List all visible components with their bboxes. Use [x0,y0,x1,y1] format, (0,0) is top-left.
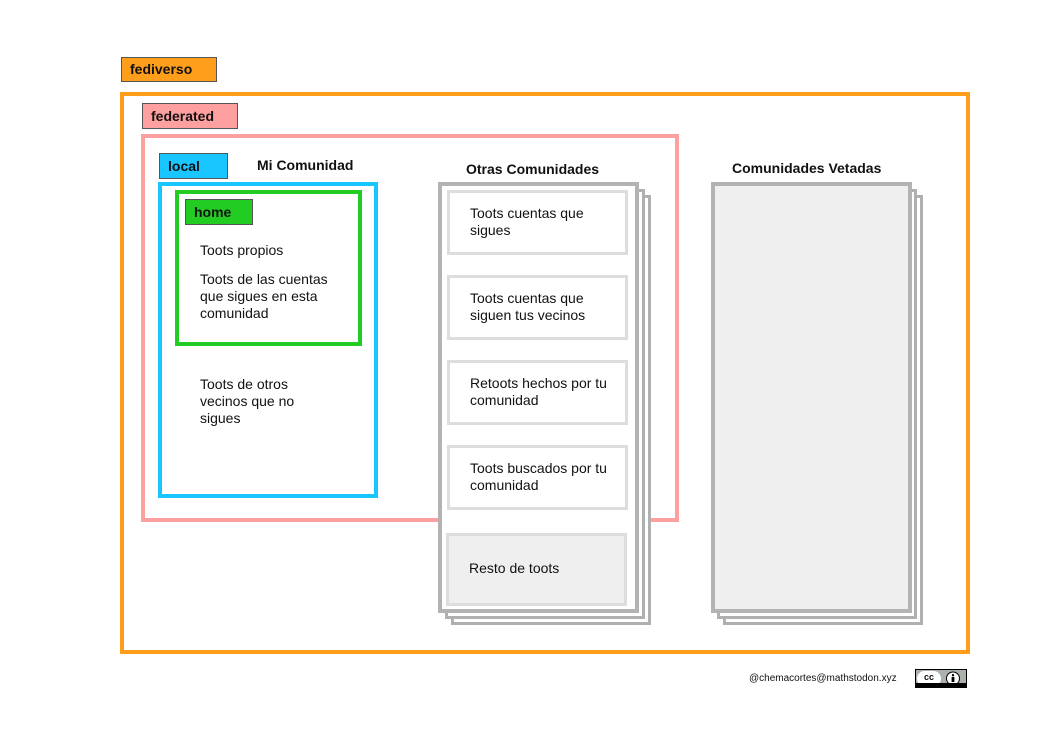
card-cuentas-que-sigues: Toots cuentas que sigues [447,190,628,255]
card-resto-de-toots: Resto de toots [446,533,627,606]
cc-license-bar [916,683,966,687]
cc-glyph: cc [923,672,934,682]
home-region [175,190,362,346]
heading-comunidades-vetadas: Comunidades Vetadas [732,160,882,176]
by-person-icon [944,671,962,686]
heading-mi-comunidad: Mi Comunidad [257,157,354,173]
heading-otras-comunidades: Otras Comunidades [466,161,600,177]
card-cuentas-vecinos: Toots cuentas que siguen tus vecinos [447,275,628,340]
local-label: local [159,153,228,179]
text-toots-propios: Toots propios [200,242,284,258]
cc-circle-icon: cc [917,671,941,686]
author-credit: @chemacortes@mathstodon.xyz [749,673,897,684]
cc-by-icon: cc [915,669,967,688]
vetadas-stack-front [711,182,912,613]
text-toots-cuentas-sigues: Toots de las cuentas que sigues en esta … [200,271,328,321]
home-label: home [185,199,253,225]
federated-label: federated [142,103,238,129]
fediverso-label: fediverso [121,57,217,82]
card-retoots-comunidad: Retoots hechos por tu comunidad [447,360,628,425]
fediverso-region [120,92,970,654]
text-toots-otros-vecinos: Toots de otros vecinos que no sigues [200,376,295,426]
card-toots-buscados: Toots buscados por tu comunidad [447,445,628,510]
federated-region [141,134,679,522]
local-region [158,182,378,498]
